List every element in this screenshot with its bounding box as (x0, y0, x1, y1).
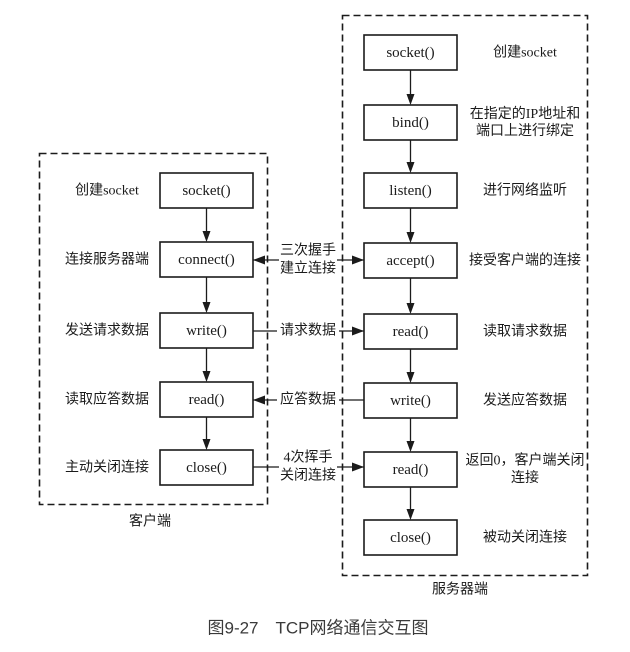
client-flow-arrow-1 (202, 208, 211, 242)
client-panel-label: 客户端 (129, 513, 171, 530)
link-teardown-label-line2: 关闭连接 (280, 467, 336, 484)
arrow-right-icon (352, 255, 364, 265)
server-column: socket() 创建socket bind() 在指定的IP地址和 端口上进行… (363, 34, 585, 556)
server-box-read-2 (363, 451, 458, 488)
client-box-read-label: read() (189, 392, 225, 408)
link-response-data: 应答数据 (253, 391, 364, 408)
client-panel-border (38, 152, 269, 506)
server-box-write-label: write() (390, 393, 431, 409)
client-box-write-label: write() (186, 323, 227, 339)
arrow-down-icon (202, 302, 211, 313)
client-flow-arrow-4 (202, 417, 211, 450)
client-note-read: 读取应答数据 (65, 391, 149, 408)
link-response-data-label: 应答数据 (280, 391, 336, 408)
client-box-connect-label: connect() (178, 252, 235, 268)
server-note-write: 发送应答数据 (483, 392, 567, 409)
link-handshake-label-line1: 三次握手 (280, 243, 336, 259)
link-handshake-label-bg (279, 242, 337, 277)
server-panel-border (341, 14, 589, 577)
server-note-read: 读取请求数据 (483, 323, 567, 340)
server-note-close: 被动关闭连接 (483, 529, 567, 546)
server-box-close-label: close() (390, 530, 431, 546)
server-box-close (363, 519, 458, 556)
client-note-write: 发送请求数据 (65, 323, 149, 339)
client-note-socket: 创建socket (75, 183, 139, 199)
arrow-down-icon (406, 303, 415, 314)
server-panel-label: 服务器端 (432, 582, 488, 598)
link-handshake: 三次握手 建立连接 (253, 242, 364, 277)
arrow-down-icon (406, 441, 415, 452)
server-note-listen: 进行网络监听 (483, 183, 567, 199)
client-note-connect: 连接服务器端 (65, 251, 149, 268)
server-box-socket-label: socket() (386, 45, 434, 61)
arrow-right-icon (352, 326, 364, 336)
arrow-down-icon (406, 94, 415, 105)
arrow-down-icon (406, 372, 415, 383)
figure-caption: 图9-27 TCP网络通信交互图 (207, 619, 428, 638)
arrow-down-icon (406, 509, 415, 520)
server-box-listen-label: listen() (389, 183, 432, 199)
server-box-read-2-label: read() (393, 462, 429, 478)
server-note-socket: 创建socket (493, 45, 557, 61)
server-note-bind-line1: 在指定的IP地址和 (470, 106, 580, 122)
arrow-right-icon (352, 462, 364, 472)
arrow-left-icon (253, 255, 265, 265)
server-flow-arrow-3 (406, 208, 415, 243)
arrow-down-icon (202, 439, 211, 450)
server-flow-arrow-2 (406, 140, 415, 173)
arrow-down-icon (202, 371, 211, 382)
server-note-bind-line2: 端口上进行绑定 (476, 123, 574, 139)
server-flow-arrow-1 (406, 70, 415, 105)
server-box-read (363, 313, 458, 350)
client-box-connect (159, 241, 254, 278)
link-teardown-label-line1: 4次挥手 (284, 450, 333, 466)
link-teardown: 4次挥手 关闭连接 (253, 449, 364, 484)
arrow-left-icon (253, 395, 265, 405)
client-column: socket() 创建socket connect() 连接服务器端 write… (65, 172, 254, 486)
server-box-bind-label: bind() (392, 115, 429, 131)
server-box-socket (363, 34, 458, 71)
client-box-socket-label: socket() (182, 183, 230, 199)
server-flow-arrow-4 (406, 278, 415, 314)
server-flow-arrow-6 (406, 418, 415, 452)
link-handshake-label-line2: 建立连接 (280, 260, 336, 277)
server-note-accept: 接受客户端的连接 (469, 252, 581, 269)
server-flow-arrow-5 (406, 349, 415, 383)
arrow-down-icon (202, 231, 211, 242)
server-flow-arrow-7 (406, 487, 415, 520)
link-request-data: 请求数据 (253, 323, 364, 339)
server-box-accept-label: accept() (386, 253, 434, 269)
client-note-close: 主动关闭连接 (65, 459, 149, 476)
server-box-listen (363, 172, 458, 209)
arrow-down-icon (406, 162, 415, 173)
client-box-close-label: close() (186, 460, 227, 476)
server-box-read-label: read() (393, 324, 429, 340)
link-request-data-label: 请求数据 (280, 323, 336, 339)
server-note-read-2-line2: 连接 (511, 469, 539, 486)
link-response-data-label-bg (277, 392, 339, 408)
link-teardown-label-bg (279, 449, 337, 484)
arrow-down-icon (406, 232, 415, 243)
link-request-data-label-bg (277, 323, 339, 339)
server-note-read-2-line1: 返回0，客户端关闭 (466, 452, 585, 469)
client-flow-arrow-3 (202, 348, 211, 382)
client-flow-arrow-2 (202, 277, 211, 313)
